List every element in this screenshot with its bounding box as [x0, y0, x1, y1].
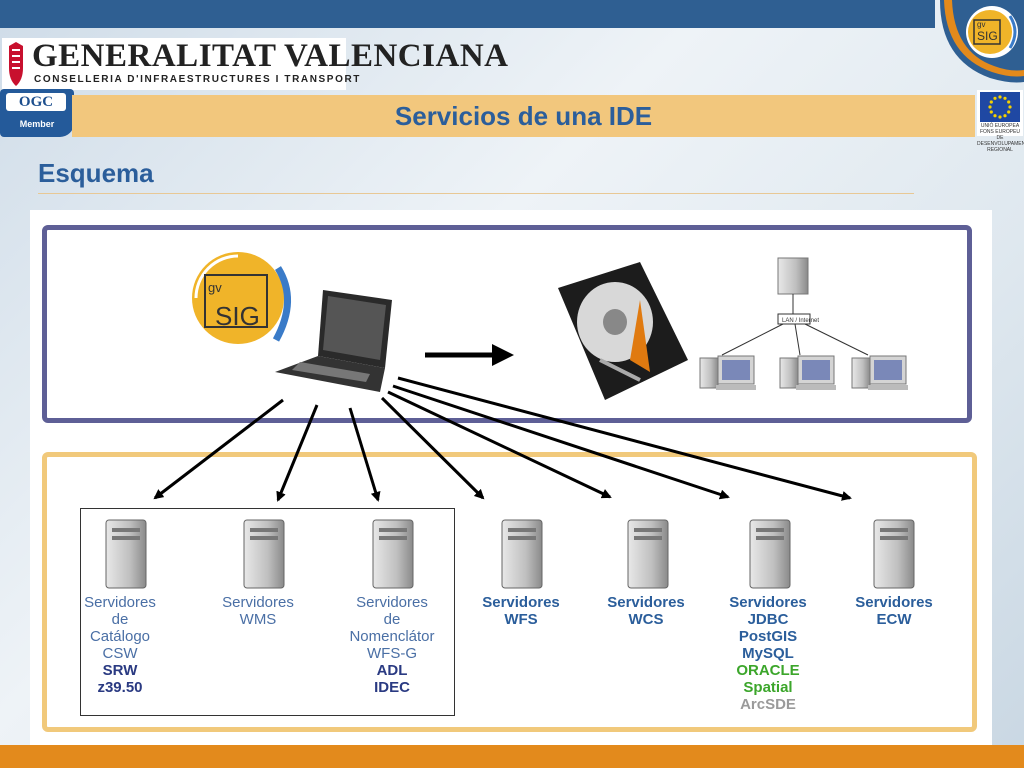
arrow-wms [276, 404, 319, 502]
arrow-nomenclator [348, 407, 381, 502]
server-label-line: PostGIS [738, 628, 798, 645]
server-label-line: de [111, 611, 129, 628]
services-box [42, 452, 977, 732]
eu-caption: UNIÓ EUROPEA FONS EUROPEU DE DESENVOLUPA… [977, 123, 1024, 153]
generalitat-logo: GENERALITAT VALENCIANA CONSELLERIA D'INF… [2, 38, 508, 90]
server-label-line: WCS [628, 611, 664, 628]
workstation-icon [851, 355, 908, 390]
server-label-line: Servidores [222, 594, 294, 611]
client-box [42, 225, 972, 423]
bottom-bar [0, 745, 1024, 768]
server-label-line: MySQL [742, 645, 794, 662]
network-label: LAN / Internet [782, 318, 819, 324]
server-icon [749, 519, 791, 589]
server-label-line: Spatial [743, 679, 793, 696]
arrow-catalog [153, 398, 284, 500]
section-subtitle: Esquema [38, 158, 154, 188]
server-label-line: SRW [102, 662, 138, 679]
ogc-member-text: Member [19, 119, 55, 129]
workstation-icon [699, 355, 756, 390]
server-label-line: Servidores [84, 594, 156, 611]
server-towers [105, 519, 915, 589]
gvsig-logo-bottom: SIG [215, 301, 260, 331]
server-label-line: ORACLE [736, 662, 800, 679]
server-label-line: WMS [239, 611, 277, 628]
catalog-services-group [80, 508, 455, 716]
ogc-logo-text: OGC [6, 93, 66, 111]
server-label-line: de [383, 611, 401, 628]
server-icon [873, 519, 915, 589]
flow-arrowhead [492, 344, 514, 366]
svg-text:SIG: SIG [977, 29, 998, 43]
network-server-icon [777, 257, 809, 295]
server-label-line: JDBC [747, 611, 789, 628]
network-diagram: LAN / Internet [699, 257, 908, 390]
hard-disk-icon [558, 262, 688, 400]
server-label-line: Servidores [482, 594, 560, 611]
arrow-ecw [397, 376, 852, 501]
server-label-line: ECW [876, 611, 912, 628]
server-label-line: IDEC [374, 679, 410, 696]
gvsig-corner-logo: gv SIG [930, 0, 1024, 84]
arrow-wcs [387, 390, 612, 499]
slide-title: Servicios de una IDE [394, 101, 653, 131]
arrow-wfs [380, 396, 485, 500]
server-icon [372, 519, 414, 589]
server-label-line: Servidores [855, 594, 933, 611]
server-label-line: Servidores [356, 594, 428, 611]
server-label-line: WFS [504, 611, 538, 628]
server-label-line: Servidores [607, 594, 685, 611]
server-icon [243, 519, 285, 589]
server-label-line: Servidores [729, 594, 807, 611]
service-arrows [153, 376, 852, 502]
ogc-member-logo: OGC Member [0, 89, 74, 137]
server-label-line: Nomenclátor [349, 628, 435, 645]
svg-text:gv: gv [977, 20, 985, 29]
server-label-line: ArcSDE [740, 696, 796, 713]
diagram-canvas [30, 210, 992, 745]
laptop-icon [275, 290, 392, 392]
server-icon [105, 519, 147, 589]
org-subtitle: CONSELLERIA D'INFRAESTRUCTURES I TRANSPO… [34, 74, 361, 85]
server-icon [627, 519, 669, 589]
server-label-line: z39.50 [97, 679, 143, 696]
title-bar: Servicios de una IDE [72, 95, 975, 137]
gvsig-logo: gv SIG [192, 252, 291, 344]
gvsig-logo-top: gv [208, 280, 222, 295]
crest-icon [9, 42, 23, 86]
eu-flag-icon [980, 92, 1020, 122]
server-icon [501, 519, 543, 589]
server-label-line: Catálogo [89, 628, 151, 645]
top-bar [0, 0, 935, 28]
arrow-jdbc [392, 384, 730, 500]
server-label-line: CSW [102, 645, 138, 662]
org-name: GENERALITAT VALENCIANA [32, 38, 509, 74]
subtitle-underline [38, 193, 914, 194]
workstation-icon [779, 355, 836, 390]
server-label-line: ADL [376, 662, 408, 679]
eu-logo: UNIÓ EUROPEA FONS EUROPEU DE DESENVOLUPA… [977, 90, 1024, 153]
server-label-line: WFS-G [367, 645, 417, 662]
